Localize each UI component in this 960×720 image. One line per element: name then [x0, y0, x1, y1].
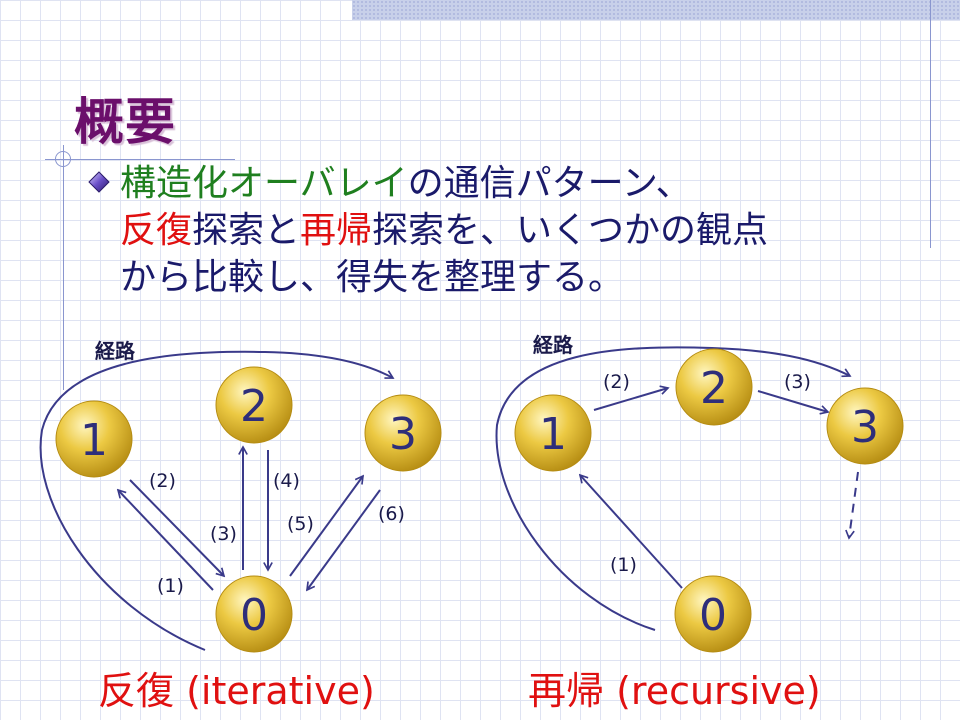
iterative-edge-label-1: (1)	[157, 575, 184, 597]
recursive-node-0-label: 0	[699, 590, 727, 641]
recursive-route-curve	[495, 346, 850, 631]
iterative-node-1: 1	[55, 400, 133, 478]
title-underline	[45, 159, 235, 160]
iterative-edge-5	[289, 476, 363, 577]
iterative-node-1-label: 1	[80, 415, 108, 466]
body-line-2-mid2: 探索を、いくつかの観点	[372, 210, 769, 251]
recursive-edge-label-3: (3)	[784, 371, 811, 393]
recursive-node-2: 2	[675, 348, 753, 426]
top-decorative-band	[352, 0, 960, 20]
recursive-node-3: 3	[826, 387, 904, 465]
iterative-route-label: 経路	[95, 339, 136, 363]
recursive-caption: 再帰 (recursive)	[528, 669, 821, 713]
slide-title: 概要	[74, 93, 176, 151]
iterative-node-3: 3	[364, 394, 442, 472]
body-line-2-mid1: 探索と	[192, 210, 301, 251]
iterative-node-3-label: 3	[389, 409, 417, 460]
recursive-node-0: 0	[674, 575, 752, 653]
recursive-route-label: 経路	[533, 333, 574, 357]
right-guide-line	[930, 0, 931, 248]
left-guide-line	[63, 145, 64, 390]
recursive-node-2-label: 2	[700, 363, 728, 414]
highlight-structured-overlay: 構造化オーバレイ	[120, 163, 408, 204]
iterative-edge-2	[129, 479, 224, 576]
recursive-node-3-label: 3	[851, 402, 879, 453]
recursive-edge-label-2: (2)	[603, 371, 630, 393]
recursive-diagram: 経路 (1) (2) (3) 1 2 3 0 再帰 (recursive)	[495, 333, 904, 713]
recursive-edge-3	[757, 390, 828, 412]
iterative-node-2: 2	[215, 366, 293, 444]
iterative-node-0-label: 0	[240, 590, 268, 641]
diamond-bullet-icon	[88, 171, 110, 193]
iterative-edge-label-5: (5)	[287, 513, 314, 535]
crosshair-ornament	[55, 151, 71, 167]
iterative-edge-label-6: (6)	[378, 503, 405, 525]
iterative-edge-1	[118, 490, 214, 591]
recursive-node-1: 1	[514, 394, 592, 472]
iterative-node-0: 0	[215, 575, 293, 653]
body-line-1-rest: の通信パターン、	[407, 163, 692, 204]
recursive-edge-2	[593, 388, 668, 411]
recursive-edge-onward	[849, 471, 859, 538]
iterative-edge-label-4: (4)	[273, 470, 300, 492]
highlight-recursive: 再帰	[300, 210, 373, 251]
recursive-node-1-label: 1	[539, 409, 567, 460]
iterative-route-curve	[39, 350, 393, 651]
body-line-2: 反復探索と再帰探索を、いくつかの観点	[120, 207, 768, 254]
body-line-3: から比較し、得失を整理する。	[120, 257, 625, 298]
body-text: 構造化オーバレイの通信パターン、 反復探索と再帰探索を、いくつかの観点 から比較…	[120, 160, 768, 301]
iterative-node-2-label: 2	[240, 381, 268, 432]
highlight-iterative: 反復	[120, 210, 193, 251]
body-line-1: 構造化オーバレイの通信パターン、	[120, 160, 768, 207]
iterative-diagram: 経路 (1) (2) (3) (4) (5) (6) 1 2 3 0 反復 (i…	[39, 339, 442, 713]
recursive-edge-1	[580, 475, 683, 589]
recursive-edge-label-1: (1)	[610, 554, 637, 576]
iterative-edge-label-3: (3)	[210, 523, 237, 545]
iterative-edge-label-2: (2)	[149, 470, 176, 492]
iterative-caption: 反復 (iterative)	[98, 669, 375, 713]
iterative-edge-6	[307, 489, 381, 590]
